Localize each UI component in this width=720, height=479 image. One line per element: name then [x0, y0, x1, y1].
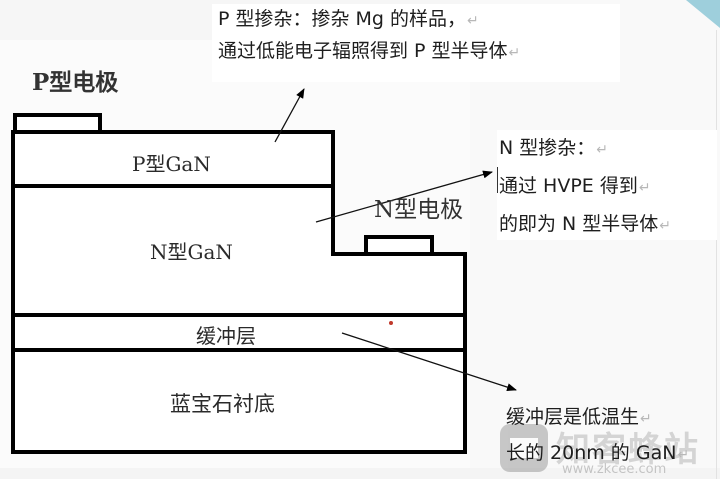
buffer-label: 缓冲层: [196, 324, 256, 348]
p-electrode-label: P型电极: [32, 69, 119, 96]
device-outline: [11, 130, 467, 454]
return-mark-icon: ↵: [659, 218, 672, 234]
n-electrode-label: N型电极: [374, 197, 464, 223]
p-gan-label: P型GaN: [132, 152, 211, 176]
return-mark-icon: ↵: [467, 13, 479, 29]
page-corner-fold: [686, 0, 720, 28]
p-doping-line-1: P 型掺杂：掺杂 Mg 的样品，↵: [218, 8, 479, 30]
watermark: 知客蜂站 www.zkcee.com: [500, 420, 720, 479]
watermark-text: 知客蜂站: [556, 430, 700, 470]
background-bottom-band: [0, 468, 720, 479]
p-doping-arrow: [274, 88, 305, 143]
text-cursor: [497, 167, 498, 193]
return-mark-icon: ↵: [508, 45, 521, 61]
buffer-note-line-2: 长的 20nm 的 GaN↵: [506, 442, 690, 464]
return-mark-icon: ↵: [677, 447, 690, 463]
n-doping-note: N 型掺杂：↵ 通过 HVPE 得到↵ 的即为 N 型半导体↵: [497, 130, 717, 240]
n-doping-line-1: N 型掺杂：↵: [499, 137, 608, 159]
return-mark-icon: ↵: [638, 180, 651, 196]
p-electrode-pad: [13, 113, 102, 134]
buffer-note-line-1: 缓冲层是低温生↵: [506, 406, 652, 428]
buffer-note-arrow: [341, 332, 517, 391]
n-gan-label: N型GaN: [150, 240, 233, 264]
n-doping-line-3: 的即为 N 型半导体↵: [499, 213, 672, 235]
page-edge-line: [716, 30, 717, 479]
watermark-logo-icon: [500, 424, 548, 472]
p-doping-note: P 型掺杂：掺杂 Mg 的样品，↵ 通过低能电子辐照得到 P 型半导体↵: [212, 4, 620, 82]
return-mark-icon: ↵: [596, 142, 608, 158]
return-mark-icon: ↵: [640, 411, 652, 427]
p-doping-line-2: 通过低能电子辐照得到 P 型半导体↵: [218, 40, 521, 62]
substrate-label: 蓝宝石衬底: [170, 392, 275, 416]
buffer-note: 缓冲层是低温生↵ 长的 20nm 的 GaN↵: [506, 400, 720, 470]
watermark-url: www.zkcee.com: [562, 462, 667, 477]
n-doping-arrow: [315, 170, 493, 223]
n-doping-line-2: 通过 HVPE 得到↵: [499, 175, 651, 197]
marker-dot: [389, 321, 393, 325]
n-electrode-pad: [364, 235, 434, 256]
